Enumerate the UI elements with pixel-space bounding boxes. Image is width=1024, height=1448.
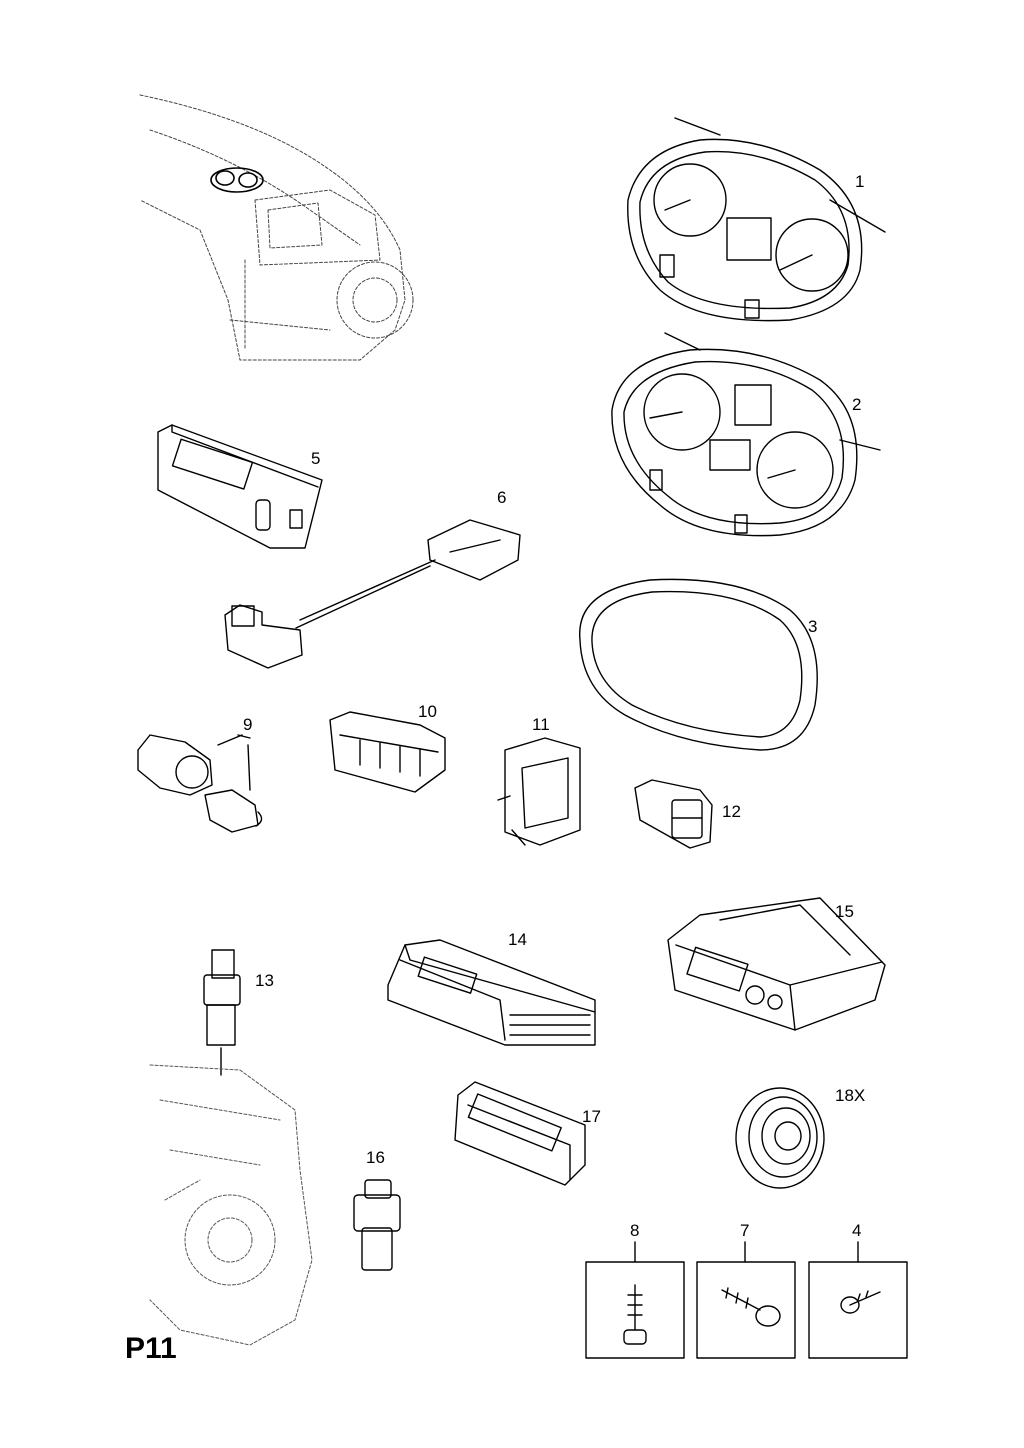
callout-17: 17 — [582, 1107, 601, 1126]
sensor-16 — [353, 1179, 401, 1271]
gearbox-context-illustration — [149, 1064, 313, 1346]
vehicle-context-illustration — [139, 94, 414, 361]
callout-6: 6 — [497, 488, 507, 507]
bracket-11 — [497, 737, 581, 846]
callout-18x: 18X — [835, 1086, 866, 1105]
instrument-cluster-2 — [611, 332, 881, 537]
instrument-cluster-1 — [627, 117, 886, 322]
callout-1: 1 — [855, 172, 865, 191]
callout-16: 16 — [366, 1148, 385, 1167]
fastener-box-4 — [808, 1241, 908, 1359]
callout-2: 2 — [852, 395, 862, 414]
callout-9: 9 — [243, 715, 253, 734]
fastener-box-7 — [696, 1241, 796, 1359]
speaker-18x — [735, 1087, 825, 1189]
bulb-holder-9 — [137, 734, 263, 833]
callout-10: 10 — [418, 702, 437, 721]
callout-8: 8 — [630, 1221, 640, 1240]
fastener-box-8 — [585, 1241, 685, 1359]
sensor-13 — [203, 949, 241, 1076]
leader-line-9 — [237, 734, 251, 739]
page-code: P11 — [125, 1332, 177, 1365]
cluster-surround-3 — [579, 578, 818, 751]
callout-12: 12 — [722, 802, 741, 821]
callout-13: 13 — [255, 971, 274, 990]
callout-7: 7 — [740, 1221, 750, 1240]
callout-14: 14 — [508, 930, 527, 949]
display-unit-14 — [387, 939, 596, 1046]
mounting-cage-17 — [454, 1081, 586, 1186]
callout-11: 11 — [532, 715, 550, 734]
switch-12 — [634, 779, 713, 849]
callout-5: 5 — [311, 449, 321, 468]
tachograph-15 — [667, 897, 886, 1031]
callout-3: 3 — [808, 617, 818, 636]
cable-harness-6 — [224, 519, 521, 669]
display-module-5 — [157, 424, 323, 549]
callout-4: 4 — [852, 1221, 862, 1240]
callout-15: 15 — [835, 902, 854, 921]
connector-10 — [329, 711, 446, 793]
cluster-location-marker — [210, 167, 264, 193]
